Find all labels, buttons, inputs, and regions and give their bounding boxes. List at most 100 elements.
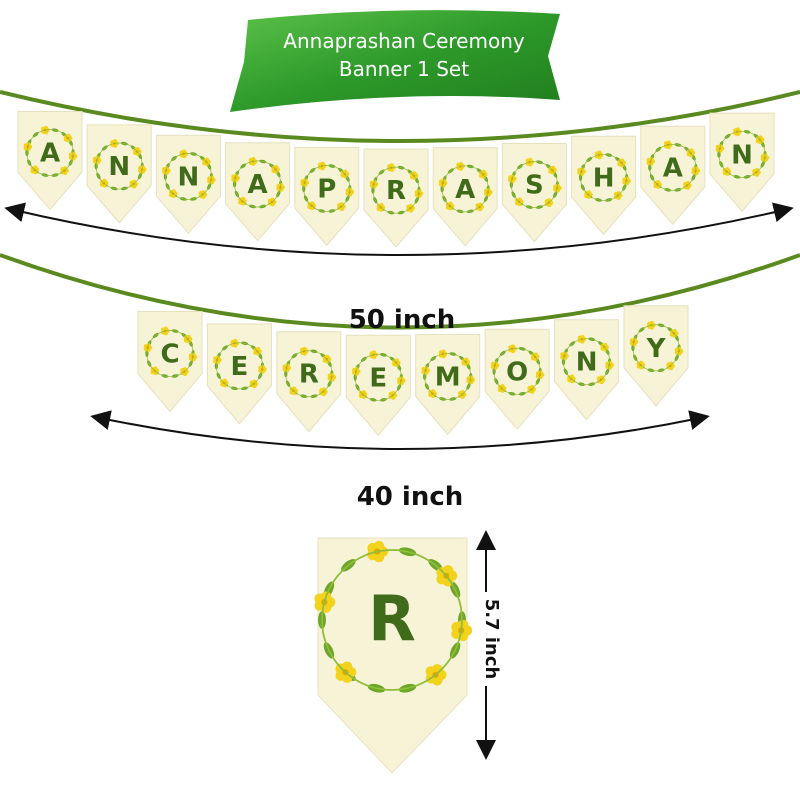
flag-wreath — [629, 320, 684, 373]
flag-letter: A — [248, 170, 268, 200]
flower-shape — [207, 175, 216, 185]
flower-shape — [367, 540, 389, 563]
flower-shape — [230, 338, 240, 348]
flower-shape — [760, 153, 770, 163]
title-line-2: Banner 1 Set — [339, 57, 469, 81]
flag: S — [501, 142, 567, 243]
flag-wreath — [421, 349, 475, 401]
flag-letter: A — [663, 153, 683, 183]
title-line-1: Annaprashan Ceremony — [283, 29, 525, 53]
banner1-length-arrow — [4, 202, 794, 256]
flower-shape — [299, 346, 309, 356]
flower-shape — [340, 169, 350, 179]
flag: N — [86, 124, 152, 224]
flag-letter: P — [317, 175, 336, 205]
flag-letter: S — [525, 171, 544, 201]
flag-wreath — [213, 338, 267, 391]
flower-shape — [461, 357, 471, 367]
flower-shape — [553, 183, 562, 193]
flower-shape — [577, 334, 587, 344]
banner2-length-arrow — [90, 410, 710, 450]
flower-shape — [161, 326, 170, 336]
flag: A — [432, 147, 498, 247]
flag-letter: M — [435, 362, 461, 392]
flower-shape — [456, 161, 465, 171]
flower-shape — [409, 171, 419, 180]
banner2-length-label: 40 inch — [357, 482, 464, 512]
banner2-string — [0, 253, 800, 330]
flag: N — [155, 134, 221, 235]
flower-shape — [202, 157, 211, 167]
flower-shape — [179, 149, 189, 159]
flower-shape — [647, 320, 656, 330]
flag-letter: A — [40, 139, 60, 169]
flower-shape — [622, 176, 631, 186]
banner1-length-label: 50 inch — [349, 305, 456, 335]
flower-shape — [755, 135, 765, 145]
single-flag-letter: R — [368, 582, 416, 655]
flower-shape — [397, 376, 406, 386]
flag-wreath — [560, 334, 614, 386]
flag-letter: N — [108, 152, 130, 182]
flag-wreath — [23, 125, 78, 177]
flag: A — [640, 125, 706, 225]
flag: C — [137, 311, 203, 413]
flower-shape — [133, 147, 142, 156]
flower-shape — [351, 367, 361, 376]
flower-shape — [68, 151, 78, 161]
flag-wreath — [143, 326, 198, 378]
flag: A — [17, 110, 83, 211]
flag-wreath — [351, 350, 406, 402]
flag-wreath — [282, 346, 337, 398]
flag-letter: E — [231, 352, 249, 382]
flag-letter: O — [506, 357, 528, 387]
flag-letter: E — [369, 363, 387, 393]
flag-wreath — [92, 139, 147, 191]
flag-wreath — [162, 149, 216, 201]
flag: N — [554, 319, 620, 421]
flag: E — [345, 334, 411, 437]
flower-shape — [530, 352, 540, 362]
flower-shape — [722, 167, 732, 176]
flower-shape — [253, 346, 262, 356]
banner1-string — [0, 90, 800, 143]
flag-letter: R — [386, 176, 406, 206]
flag: R — [363, 148, 429, 248]
flag-wreath — [577, 150, 631, 202]
flower-shape — [691, 166, 701, 176]
flower-shape — [438, 349, 448, 359]
flag-wreath — [490, 344, 545, 396]
flower-shape — [335, 661, 357, 683]
flower-shape — [686, 148, 696, 158]
flag-letter: R — [299, 360, 319, 390]
flag-letter: N — [576, 348, 598, 378]
flag: O — [484, 328, 550, 431]
flower-shape — [421, 366, 430, 375]
flower-shape — [617, 158, 626, 168]
flag: A — [225, 142, 291, 242]
flag-letter: C — [160, 340, 179, 370]
flower-shape — [525, 157, 535, 167]
title-ribbon: Annaprashan Ceremony Banner 1 Set — [230, 10, 560, 112]
flag-height-label: 5.7 inch — [481, 599, 502, 680]
flag: M — [415, 333, 481, 436]
flower-shape — [483, 187, 493, 197]
flag: Y — [623, 305, 689, 407]
flag-letter: A — [455, 175, 475, 205]
flower-shape — [322, 354, 332, 364]
flower-shape — [248, 157, 258, 166]
flower-shape — [508, 344, 517, 354]
flower-shape — [548, 165, 557, 175]
flower-shape — [600, 342, 609, 352]
flag-letter: H — [593, 163, 615, 193]
flag-letter: Y — [646, 334, 667, 364]
flower-shape — [317, 161, 327, 171]
flag: N — [709, 112, 775, 212]
flag: P — [294, 146, 360, 247]
flag-wreath — [646, 140, 701, 192]
flag: H — [571, 135, 637, 236]
flag-letter: N — [731, 140, 753, 170]
